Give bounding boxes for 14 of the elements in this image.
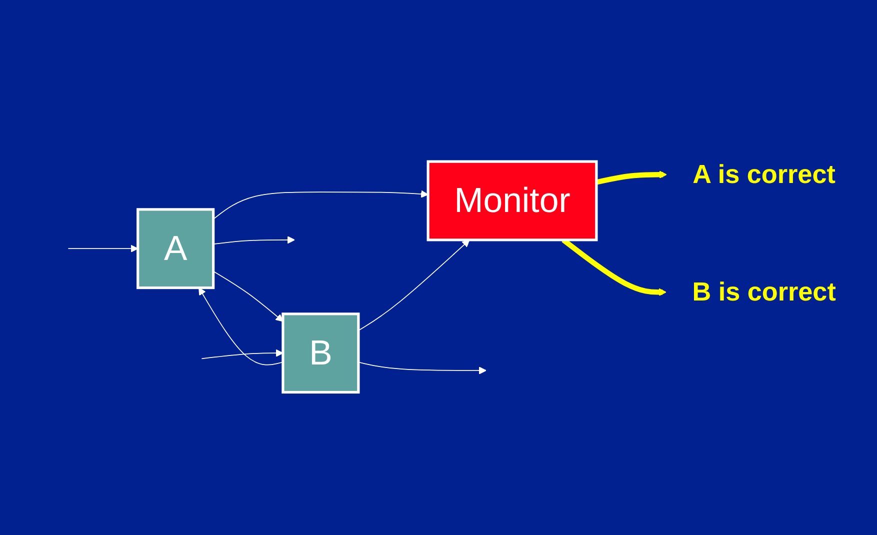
node-text: B is correct — [692, 278, 836, 307]
arrow — [67, 245, 138, 253]
arrow — [212, 190, 428, 220]
node-box: Monitor — [426, 160, 598, 242]
arrow — [212, 236, 294, 245]
arrow — [212, 271, 283, 322]
arrow — [595, 171, 666, 186]
arrow — [198, 288, 283, 366]
arrow — [358, 240, 470, 332]
node-text: A is correct — [692, 160, 835, 190]
arrow — [358, 362, 486, 375]
node-box: A — [136, 208, 214, 290]
node-box: B — [281, 313, 360, 394]
arrow — [200, 350, 283, 360]
